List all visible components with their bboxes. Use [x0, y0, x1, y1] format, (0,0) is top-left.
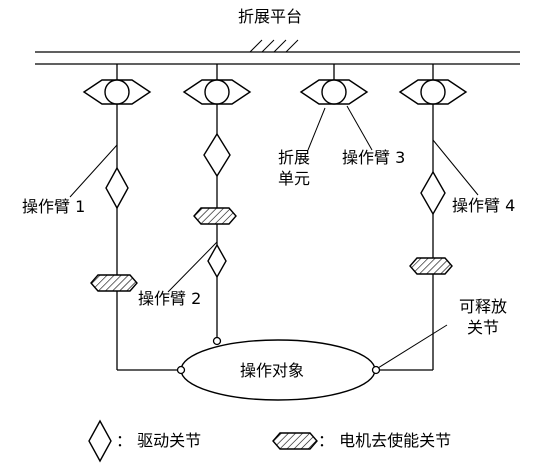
fold-unit-1 — [82, 79, 152, 105]
platform-label: 折展平台 — [238, 7, 302, 26]
arm-4 — [376, 64, 468, 371]
arm3-leader — [346, 105, 373, 151]
arm4-leader — [432, 139, 479, 196]
platform — [35, 39, 520, 65]
drive-joint-2b — [207, 243, 227, 279]
release-leader — [377, 324, 448, 369]
legend-drive-joint-label: ： 驱动关节 — [116, 431, 201, 450]
disabled-joint-2 — [193, 207, 237, 225]
arm3-label: 操作臂 3 — [342, 148, 405, 167]
arm1-label: 操作臂 1 — [22, 197, 85, 216]
unit-label-line2: 单元 — [278, 169, 310, 188]
release-label-line1: 可释放 — [459, 297, 507, 316]
object-label: 操作对象 — [240, 361, 304, 380]
releasable-joint-right — [371, 365, 381, 375]
disabled-joint-1 — [90, 274, 138, 292]
drive-joint-1 — [105, 166, 129, 210]
legend-disabled-joint-icon — [272, 432, 318, 450]
arm-3 — [299, 64, 369, 105]
arm1-leader — [69, 144, 118, 198]
releasable-joint-top — [212, 336, 222, 346]
legend-drive-joint-icon — [88, 419, 112, 463]
releasable-joint-left — [176, 365, 186, 375]
unit-label-line1: 折展 — [278, 148, 310, 167]
unit-leader — [307, 107, 326, 151]
arm-1 — [82, 64, 181, 371]
fold-unit-4 — [398, 79, 468, 105]
fold-unit-3 — [299, 79, 369, 105]
drive-joint-2a — [203, 132, 231, 178]
legend-disabled-joint-label: ： 电机去使能关节 — [318, 431, 451, 450]
drive-joint-4 — [420, 170, 446, 216]
fold-unit-2 — [182, 79, 252, 105]
arm-2 — [182, 64, 252, 341]
legend: ： 驱动关节 ： 电机去使能关节 — [88, 419, 451, 463]
disabled-joint-4 — [409, 257, 453, 275]
arm2-label: 操作臂 2 — [138, 289, 201, 308]
arm4-label: 操作臂 4 — [452, 196, 515, 215]
release-label-line2: 关节 — [467, 318, 499, 337]
arm2-leader — [167, 241, 218, 293]
